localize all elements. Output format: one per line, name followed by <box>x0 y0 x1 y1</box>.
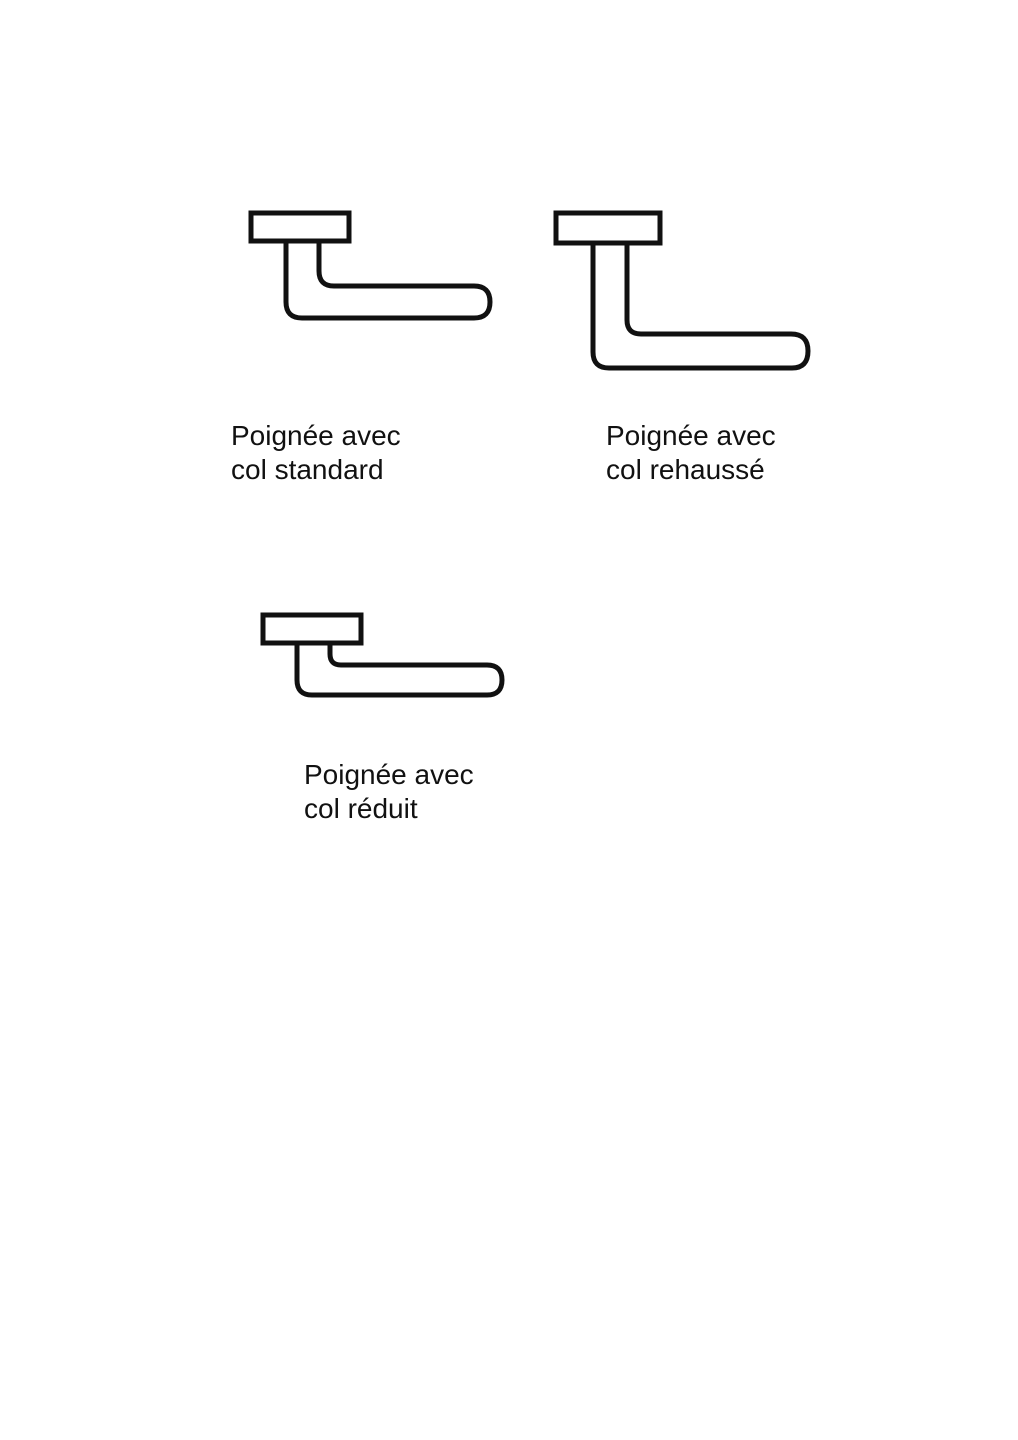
label-reduit-line2: col réduit <box>304 793 418 824</box>
label-rehausse-line2: col rehaussé <box>606 454 765 485</box>
label-standard-line1: Poignée avec <box>231 420 401 451</box>
label-standard: Poignée avec col standard <box>231 419 401 487</box>
label-reduit-line1: Poignée avec <box>304 759 474 790</box>
label-reduit: Poignée avec col réduit <box>304 758 474 826</box>
label-standard-line2: col standard <box>231 454 384 485</box>
label-rehausse-line1: Poignée avec <box>606 420 776 451</box>
label-rehausse: Poignée avec col rehaussé <box>606 419 776 487</box>
